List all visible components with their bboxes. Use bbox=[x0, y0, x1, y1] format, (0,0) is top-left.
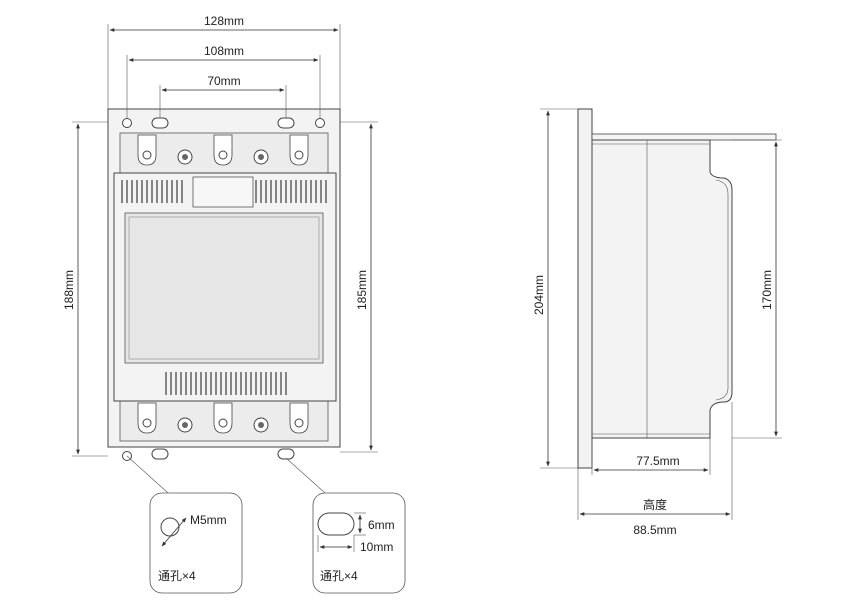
dim-width-outer: 128mm bbox=[204, 14, 244, 28]
side-view: 204mm 170mm 77.5mm 高度 88.5mm bbox=[532, 108, 782, 537]
round-hole-size: M5mm bbox=[190, 513, 227, 527]
terminal-hole-icon bbox=[294, 150, 304, 160]
dim-depth-label: 高度 bbox=[643, 497, 667, 512]
terminal-tab bbox=[137, 134, 157, 166]
slot-mount-hole bbox=[151, 448, 169, 460]
terminal-hole-icon bbox=[294, 418, 304, 428]
terminal-tab bbox=[137, 402, 157, 434]
top-terminals bbox=[137, 134, 309, 166]
side-housing bbox=[591, 139, 733, 439]
round-mount-hole bbox=[122, 118, 132, 128]
terminal-tab bbox=[289, 402, 309, 434]
dim-height-outer: 188mm bbox=[62, 270, 76, 310]
terminal-hole-icon bbox=[218, 150, 228, 160]
slot-hole-detail-icon bbox=[317, 512, 355, 536]
terminal-hole-icon bbox=[218, 418, 228, 428]
terminal-hole-icon bbox=[142, 418, 152, 428]
display-window bbox=[124, 212, 324, 364]
screw-head-icon bbox=[258, 422, 264, 428]
side-top-flange bbox=[591, 133, 777, 141]
dim-height-holes: 185mm bbox=[355, 270, 369, 310]
dim-width-holes: 108mm bbox=[204, 44, 244, 58]
bottom-terminals bbox=[137, 402, 309, 434]
round-hole-callout: M5mm 通孔×4 bbox=[149, 492, 243, 594]
round-mount-hole bbox=[315, 118, 325, 128]
dim-width-slots: 70mm bbox=[207, 74, 240, 88]
bottom-vents bbox=[165, 372, 287, 395]
screw-head-icon bbox=[182, 154, 188, 160]
terminal-hole-icon bbox=[142, 150, 152, 160]
slot-mount-hole bbox=[277, 448, 295, 460]
round-hole-count: 通孔×4 bbox=[158, 569, 196, 583]
side-base-plate bbox=[577, 108, 593, 469]
dim-body-depth: 77.5mm bbox=[636, 454, 679, 468]
display-window-inner bbox=[128, 216, 320, 360]
terminal-tab bbox=[213, 134, 233, 166]
slot-hole-width: 10mm bbox=[360, 540, 393, 554]
slot-hole-count: 通孔×4 bbox=[320, 569, 358, 583]
slot-hole-height: 6mm bbox=[368, 518, 395, 532]
screw-head-icon bbox=[258, 154, 264, 160]
terminal-tab bbox=[213, 402, 233, 434]
slot-mount-hole bbox=[277, 117, 295, 129]
dim-body-height: 170mm bbox=[760, 270, 774, 310]
round-hole-detail-icon bbox=[160, 517, 180, 537]
top-vents bbox=[121, 180, 327, 203]
dim-total-depth: 88.5mm bbox=[633, 523, 676, 537]
top-handle bbox=[192, 176, 254, 208]
slot-hole-callout: 6mm 10mm 通孔×4 bbox=[312, 492, 406, 594]
terminal-tab bbox=[289, 134, 309, 166]
dim-side-height: 204mm bbox=[532, 275, 546, 315]
slot-mount-hole bbox=[151, 117, 169, 129]
front-view: 128mm 108mm 70mm 188mm 185mm bbox=[62, 14, 378, 494]
screw-head-icon bbox=[182, 422, 188, 428]
